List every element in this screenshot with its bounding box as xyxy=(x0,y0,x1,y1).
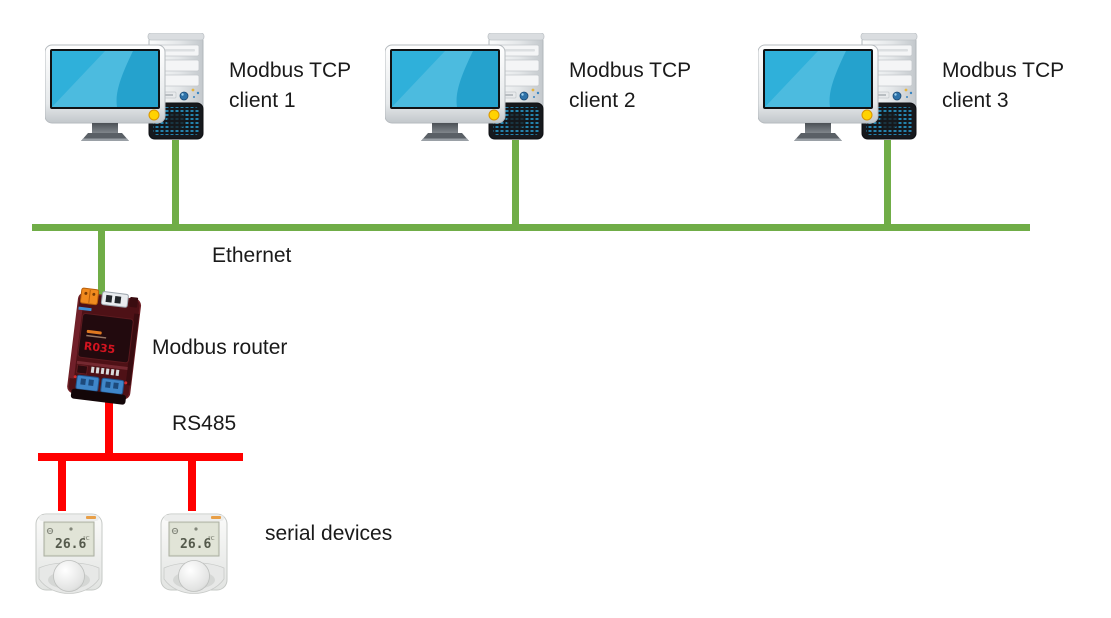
ethernet-label: Ethernet xyxy=(212,244,292,267)
ethernet-drop-client3 xyxy=(884,140,891,230)
serial-devices-label: serial devices xyxy=(265,522,393,545)
modbus-router-label: Modbus router xyxy=(152,336,288,359)
thermostat-icon-1 xyxy=(35,510,103,594)
rs485-drop-thermostat1 xyxy=(58,458,66,511)
rs485-bus-line xyxy=(38,453,243,461)
thermostat-icon-2 xyxy=(160,510,228,594)
ethernet-drop-client1 xyxy=(172,140,179,230)
client2-label: Modbus TCP client 2 xyxy=(569,59,691,112)
desktop-computer-icon-client1 xyxy=(45,33,205,145)
router-model-text: R035 xyxy=(83,340,116,357)
ethernet-drop-client2 xyxy=(512,140,519,230)
client3-label: Modbus TCP client 3 xyxy=(942,59,1064,112)
desktop-computer-icon-client2 xyxy=(385,33,545,145)
rs485-drop-router xyxy=(105,398,113,456)
desktop-computer-icon-client3 xyxy=(758,33,918,145)
ethernet-drop-router xyxy=(98,229,105,295)
client1-label: Modbus TCP client 1 xyxy=(229,59,351,112)
ethernet-bus-line xyxy=(32,224,1030,231)
modbus-router-icon: R035 xyxy=(67,287,142,405)
rs485-drop-thermostat2 xyxy=(188,458,196,511)
rs485-label: RS485 xyxy=(172,412,237,435)
